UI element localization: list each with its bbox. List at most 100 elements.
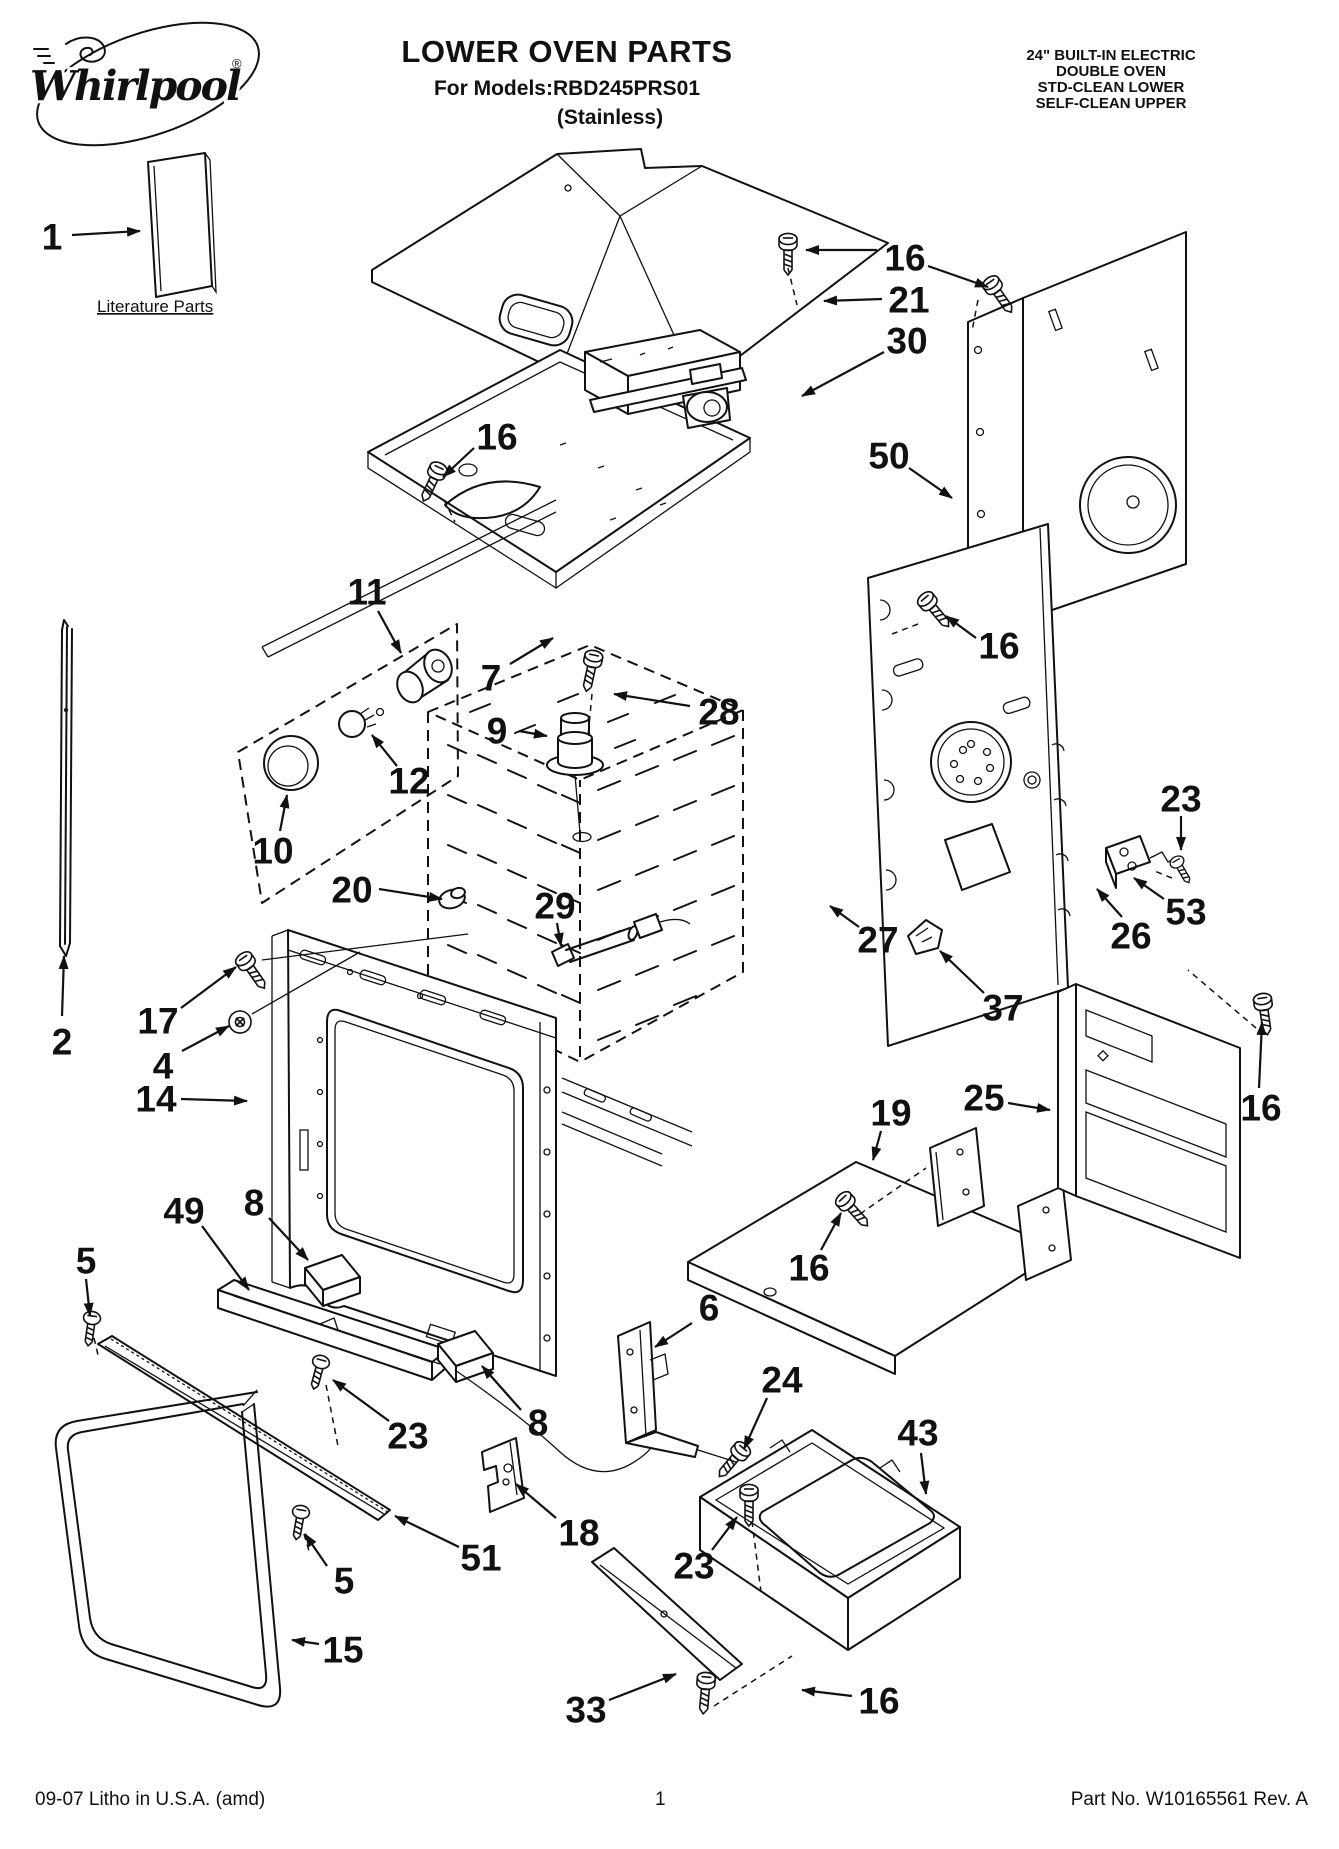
callout-37: 37: [939, 950, 1024, 1029]
callout-number: 26: [1110, 916, 1151, 957]
spec-line: DOUBLE OVEN: [1055, 63, 1166, 80]
part-literature-book: [147, 152, 217, 298]
callout-number: 50: [868, 436, 909, 477]
callout-number: 15: [322, 1630, 363, 1671]
callout-number: 5: [334, 1561, 355, 1602]
footer-part-number: Part No. W10165561 Rev. A: [1070, 1789, 1308, 1810]
page-title: LOWER OVEN PARTS: [401, 34, 733, 69]
callout-21: 21: [823, 280, 930, 321]
footer-page-number: 1: [655, 1789, 666, 1810]
callout-16: 16: [788, 1212, 842, 1289]
screw-23: [304, 1352, 332, 1393]
callout-number: 6: [699, 1288, 720, 1329]
callout-number: 17: [137, 1001, 178, 1042]
callout-number: 16: [1240, 1088, 1281, 1129]
callout-28: 28: [613, 691, 740, 733]
callout-16: 16: [1240, 1021, 1282, 1129]
part-bottom-vent-trim: [591, 1547, 743, 1681]
part-top-cover: [371, 148, 889, 389]
part-side-trim: [59, 619, 73, 957]
callout-number: 30: [886, 321, 927, 362]
spec-line: 24" BUILT-IN ELECTRIC: [1026, 47, 1196, 64]
callout-number: 1: [42, 217, 63, 258]
callout-6: 6: [654, 1288, 720, 1348]
callout-number: 23: [387, 1416, 428, 1457]
model-line: For Models:RBD245PRS01: [433, 77, 701, 100]
callout-number: 33: [565, 1690, 606, 1731]
part-hole-plug: [438, 886, 466, 910]
logo-swoosh-icon: [36, 21, 260, 147]
callout-23: 23: [673, 1516, 738, 1587]
callout-number: 37: [982, 988, 1023, 1029]
part-door-gasket: [54, 1389, 282, 1708]
callout-number: 43: [897, 1413, 938, 1454]
spec-block: 24" BUILT-IN ELECTRIC DOUBLE OVEN STD-CL…: [996, 48, 1226, 112]
callout-29: 29: [534, 886, 576, 947]
callout-number: 2: [52, 1022, 73, 1063]
part-base-tray: [699, 1429, 961, 1651]
callout-number: 8: [244, 1183, 265, 1224]
callout-8: 8: [481, 1365, 549, 1444]
callout-number: 29: [534, 886, 575, 927]
callout-number: 16: [858, 1681, 899, 1722]
callout-9: 9: [487, 711, 548, 752]
callout-10: 10: [252, 794, 294, 872]
part-clip-bracket: [481, 1437, 525, 1513]
part-latch-clip: [907, 919, 943, 955]
spec-line: STD-CLEAN LOWER: [1037, 79, 1185, 96]
callout-number: 9: [487, 711, 508, 752]
whirlpool-logo: Whirlpool ®: [27, 21, 260, 147]
shelf-bracket: [1017, 1185, 1072, 1281]
spec-line: SELF-CLEAN UPPER: [1035, 95, 1187, 112]
callout-17: 17: [137, 966, 237, 1042]
callout-number: 18: [558, 1513, 599, 1554]
part-lamp-receptacle: [396, 648, 453, 704]
callout-51: 51: [394, 1515, 502, 1579]
part-latch-assembly: [584, 329, 747, 429]
callout-18: 18: [515, 1483, 600, 1554]
callout-24: 24: [742, 1360, 803, 1450]
callout-50: 50: [868, 436, 953, 499]
part-spacer-block: [304, 1254, 361, 1307]
callout-number: 16: [978, 626, 1019, 667]
callout-53: 53: [1133, 877, 1207, 933]
callout-number: 10: [252, 831, 293, 872]
callout-number: 53: [1165, 892, 1206, 933]
part-light-kit: [237, 623, 459, 904]
callout-15: 15: [291, 1630, 364, 1671]
callout-49: 49: [163, 1191, 250, 1291]
callout-8: 8: [244, 1183, 309, 1261]
screw-28: [576, 648, 605, 694]
callout-43: 43: [897, 1413, 939, 1495]
callout-33: 33: [565, 1672, 677, 1731]
callout-23: 23: [332, 1379, 429, 1457]
part-vent-grommet: [546, 712, 604, 843]
registered-mark: ®: [232, 56, 242, 71]
callout-number: 16: [884, 238, 925, 279]
callout-number: 23: [1160, 779, 1201, 820]
literature-parts-label: Literature Parts: [97, 297, 213, 316]
callout-number: 16: [476, 417, 517, 458]
part-terminal-block: [1105, 835, 1181, 889]
callout-5: 5: [76, 1241, 96, 1317]
callout-number: 8: [528, 1403, 549, 1444]
callout-5: 5: [304, 1533, 355, 1602]
hinge-slot-bars: [561, 1077, 693, 1167]
callout-number: 12: [388, 761, 429, 802]
callout-number: 28: [698, 692, 739, 733]
title-block: LOWER OVEN PARTS For Models:RBD245PRS01 …: [367, 34, 767, 130]
fastener-4: [228, 1010, 252, 1034]
part-rear-lower-panel: [1057, 983, 1241, 1259]
assembly-lines: [93, 267, 1257, 1707]
insulation-hatch: [597, 735, 735, 1041]
brand-wordmark: Whirlpool: [30, 62, 241, 110]
footer-litho: 09-07 Litho in U.S.A. (amd): [35, 1789, 266, 1810]
callout-number: 19: [870, 1093, 911, 1134]
callout-16: 16: [945, 615, 1020, 667]
callout-number: 14: [135, 1079, 177, 1120]
callout-4: 4: [153, 1025, 230, 1087]
callout-19: 19: [870, 1093, 912, 1161]
part-light-bulb: [338, 707, 385, 738]
